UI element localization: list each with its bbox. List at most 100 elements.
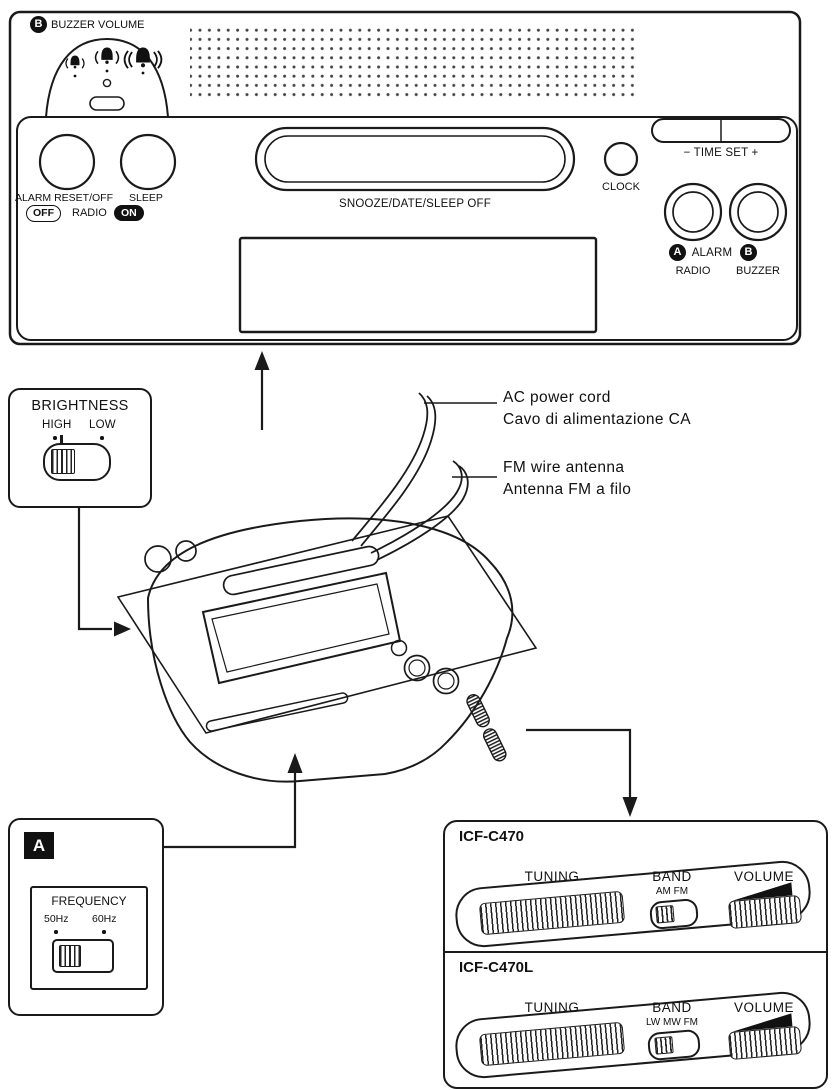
position-dot <box>100 436 104 440</box>
arrows <box>77 351 638 849</box>
band-switch <box>648 897 700 931</box>
bell-icons <box>65 47 163 78</box>
radio-indicator-label: RADIO <box>72 207 107 219</box>
band-switch <box>646 1028 702 1062</box>
snooze-bar-inner <box>264 135 566 183</box>
model-section-icf-c470: ICF-C470 TUNING BAND VOLUME AM FM <box>445 822 826 953</box>
clock-button <box>603 141 639 177</box>
device-knob-b <box>432 667 460 695</box>
device-knob-a <box>403 654 431 682</box>
device-alarm-button <box>144 545 172 573</box>
band-options: AM FM <box>655 886 689 897</box>
tuning-label: TUNING <box>524 1000 580 1015</box>
arrow-to-side-panel <box>526 728 638 817</box>
frequency-switch-knob <box>59 945 81 967</box>
off-indicator: OFF <box>26 205 61 222</box>
control-panel-outline <box>16 116 798 341</box>
device-display <box>201 571 402 685</box>
device-sleep-button <box>175 540 197 562</box>
radio-knob-label: RADIO <box>675 265 711 277</box>
bell-icon-large <box>123 47 163 69</box>
top-view-illustration <box>8 10 802 346</box>
device-bottom-slot <box>205 692 349 732</box>
ac-power-cord-label-en: AC power cord <box>503 389 611 406</box>
bell-icon-medium <box>94 47 120 65</box>
volume-wheel <box>727 894 803 930</box>
frequency-title: FREQUENCY <box>51 894 127 908</box>
alarm-reset-button <box>38 133 96 191</box>
frequency-switch <box>52 939 114 973</box>
volume-wheel <box>727 1025 803 1061</box>
on-indicator: ON <box>114 205 144 221</box>
volume-label: VOLUME <box>733 869 795 884</box>
bell-icon-small <box>65 55 85 69</box>
band-options: LW MW FM <box>645 1017 699 1028</box>
alarm-a-knob <box>663 182 723 242</box>
brightness-title: BRIGHTNESS <box>31 398 129 414</box>
model-name: ICF-C470 <box>459 828 525 845</box>
alarm-a-badge: A <box>669 244 686 261</box>
device-volume-wheel <box>482 728 507 762</box>
arrow-to-top-panel <box>254 351 270 430</box>
time-set-label: − TIME SET + <box>683 147 759 159</box>
section-a-badge: A <box>24 832 54 859</box>
band-switch-knob <box>654 1036 674 1055</box>
position-dot <box>105 69 109 73</box>
buzzer-volume-slider <box>89 96 125 111</box>
frequency-callout-box: A FREQUENCY 50Hz 60Hz <box>8 818 164 1016</box>
frequency-switch-box: FREQUENCY 50Hz 60Hz <box>30 886 148 990</box>
model-section-icf-c470l: ICF-C470L TUNING BAND VOLUME LW MW FM <box>445 953 826 1081</box>
fm-antenna-label-en: FM wire antenna <box>503 459 625 476</box>
position-dot <box>73 74 77 78</box>
alarm-label: ALARM <box>691 247 733 259</box>
fm-antenna-label-it: Antenna FM a filo <box>503 481 632 498</box>
position-dot <box>53 436 57 440</box>
top-panel-overlay <box>116 515 538 734</box>
arrow-from-brightness <box>77 507 131 637</box>
snooze-bar <box>254 126 576 192</box>
brightness-high-label: HIGH <box>42 419 72 431</box>
fm-antenna-line <box>370 460 469 561</box>
tuning-label: TUNING <box>524 869 580 884</box>
arrow-from-frequency <box>161 753 303 849</box>
clock-label: CLOCK <box>602 181 640 193</box>
brightness-switch-handle <box>60 435 63 444</box>
device-tuning-wheel <box>466 694 490 728</box>
position-dot <box>141 71 145 75</box>
frequency-50hz-label: 50Hz <box>44 913 69 925</box>
brightness-switch <box>43 443 111 481</box>
position-dot <box>102 930 106 934</box>
sleep-label: SLEEP <box>129 192 163 204</box>
buzzer-volume-label: BUZZER VOLUME <box>51 19 145 31</box>
brightness-low-label: LOW <box>89 419 116 431</box>
position-dot <box>54 930 58 934</box>
device-snooze-bar <box>222 545 380 596</box>
sleep-button <box>119 133 177 191</box>
alarm-b-knob <box>728 182 788 242</box>
band-label: BAND <box>652 1000 692 1015</box>
buzzer-indicator <box>102 78 112 88</box>
top-view-outline <box>8 10 802 346</box>
buzzer-volume-control <box>44 37 170 118</box>
model-name: ICF-C470L <box>459 959 534 976</box>
ac-power-cord-label-it: Cavo di alimentazione CA <box>503 411 691 428</box>
frequency-60hz-label: 60Hz <box>92 913 117 925</box>
alarm-reset-label: ALARM RESET/OFF <box>15 192 114 204</box>
band-switch-knob <box>655 905 675 924</box>
device-illustration <box>116 515 538 783</box>
alarm-b-badge: B <box>740 244 757 261</box>
volume-label: VOLUME <box>733 1000 795 1015</box>
snooze-label: SNOOZE/DATE/SLEEP OFF <box>338 198 492 210</box>
device-clock-button <box>390 639 408 657</box>
device-body <box>146 517 514 783</box>
buzzer-knob-label: BUZZER <box>736 265 780 277</box>
brightness-callout-box: BRIGHTNESS HIGH LOW <box>8 388 152 508</box>
side-views-panel: ICF-C470 TUNING BAND VOLUME AM FM ICF-C4… <box>443 820 828 1089</box>
speaker-grille <box>190 24 640 101</box>
brightness-switch-knob <box>51 449 75 474</box>
band-label: BAND <box>652 869 692 884</box>
device-side-wheels <box>466 694 507 762</box>
buzzer-b-badge: B <box>30 16 47 33</box>
